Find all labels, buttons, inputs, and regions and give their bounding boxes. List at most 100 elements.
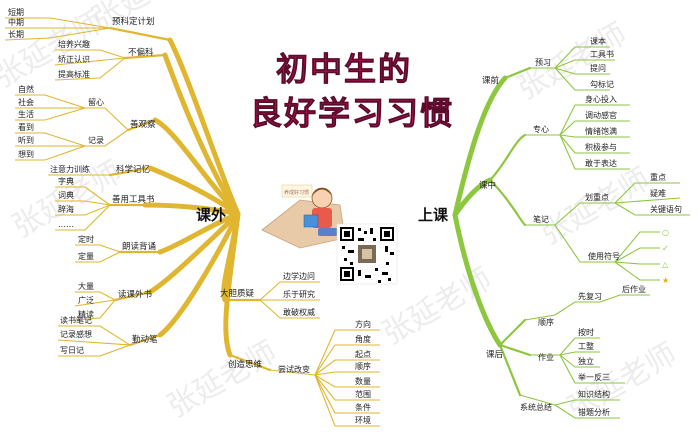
node-recite: 朗读背诵: [122, 241, 156, 252]
leaf: 独立: [578, 356, 594, 366]
leaf: 敢破权威: [283, 307, 315, 317]
leaf: 生活: [18, 109, 34, 119]
leaf: 广泛: [78, 295, 94, 305]
leaf: 乐于研究: [283, 289, 315, 299]
leaf: 关键语句: [650, 204, 682, 214]
leaf: 矫正认识: [58, 54, 90, 64]
node-sub: 笔记: [533, 214, 549, 224]
leaf: 身心投入: [585, 94, 617, 104]
node-tools: 善用工具书: [112, 194, 155, 205]
leaf: 想到: [18, 149, 34, 159]
leaf: 培养兴趣: [58, 39, 90, 49]
leaf: 中期: [8, 17, 24, 27]
node-plan: 预科定计划: [112, 16, 155, 27]
leaf: 写日记: [60, 346, 84, 355]
leaf: 工具书: [590, 49, 614, 59]
center-label-right: 上课: [418, 206, 449, 224]
right-labels: 上课 课前 预习 课本 工具书 提问 勾标记 课中 专心 身心投入 调动感官 情…: [418, 36, 682, 417]
node-creative: 创造思维: [228, 359, 263, 370]
node-during: 课中: [479, 180, 496, 191]
center-label-left: 课外: [196, 206, 226, 224]
leaf: 重点: [650, 172, 666, 182]
node-sub: 留心: [88, 97, 104, 107]
node-nopartial: 不偏科: [128, 47, 154, 58]
leaf: 工整: [578, 341, 594, 351]
node-scimemory: 科学记忆: [116, 164, 151, 175]
leaf: 知识结构: [578, 389, 610, 399]
node-sub: 尝试改变: [278, 364, 310, 374]
leaf: 长期: [8, 29, 24, 39]
leaf: 边学边问: [283, 271, 315, 281]
leaf: 辞海: [58, 204, 74, 214]
right-branches: [452, 46, 690, 419]
leaf: 起点: [355, 350, 371, 359]
illustration-caption: 养成好习惯: [284, 189, 309, 196]
trunk-plan: [167, 37, 241, 217]
node-sub: 使用符号: [588, 251, 620, 261]
node-sub: 记录: [88, 136, 104, 145]
leaf: 记录感想: [60, 329, 92, 339]
leaf: 社会: [18, 97, 34, 107]
triangle-symbol: △: [662, 260, 669, 269]
leaf: 听到: [18, 136, 34, 145]
node-sub: 预习: [535, 57, 551, 67]
leaf: 字典: [58, 176, 74, 186]
node-before: 课前: [482, 75, 500, 86]
watermark: 张延老师: [512, 17, 633, 107]
node-sub: 作业: [538, 352, 554, 362]
leaf: 积极参与: [585, 142, 617, 152]
node-observe: 善观察: [130, 119, 156, 130]
node-sub: 划重点: [585, 192, 609, 202]
leaf: 情绪饱满: [585, 126, 617, 136]
watermark: 张延老师: [162, 335, 283, 425]
circle-symbol: ○: [662, 228, 669, 237]
leaf: 后作业: [622, 284, 646, 294]
leaf: 环境: [355, 415, 371, 425]
watermark: 张延老师: [535, 162, 656, 252]
leaf: 数量: [355, 376, 371, 386]
leaf: 提高标准: [58, 69, 90, 79]
leaf: 注意力训练: [50, 164, 90, 174]
leaf: 词典: [58, 190, 74, 200]
leaf: 勾标记: [590, 79, 614, 89]
leaf: 方向: [355, 319, 371, 329]
leaf: 按时: [578, 327, 594, 337]
child-reading-illustration: 养成好习惯: [261, 184, 346, 249]
leaf: 范围: [355, 389, 371, 399]
leaf: 定时: [78, 234, 94, 244]
leaf: 提问: [590, 63, 606, 73]
node-hands: 勤动笔: [132, 334, 158, 345]
leaf: 课本: [590, 36, 606, 46]
qr-code: [336, 223, 398, 285]
title-line-2: 良好学习习惯: [250, 94, 454, 132]
node-sub: 系统总结: [520, 402, 552, 412]
leaf: 敢于表达: [585, 158, 617, 168]
leaf: 看到: [18, 123, 34, 132]
leaf: ……: [58, 220, 74, 229]
leaf: 定量: [78, 251, 94, 261]
leaf: 大量: [78, 281, 94, 291]
check-symbol: ✓: [662, 244, 669, 253]
leaf: 调动感官: [585, 110, 617, 120]
node-sub: 顺序: [538, 317, 554, 327]
leaf: 顺序: [355, 361, 371, 371]
leaf: 先复习: [578, 291, 602, 301]
leaf: 举一反三: [578, 372, 610, 382]
title-line-1: 初中生的: [276, 50, 412, 88]
leaf: 错题分析: [578, 407, 610, 417]
node-question: 大胆质疑: [220, 288, 255, 299]
node-reading: 读课外书: [118, 289, 153, 300]
star-symbol: ★: [662, 276, 669, 285]
leaf: 条件: [355, 402, 371, 412]
left-labels: 课外 预科定计划 短期 中期 长期 不偏科 培养兴趣 矫正认识 提高标准 善观察…: [8, 7, 371, 425]
leaf: 读书笔记: [60, 315, 92, 325]
leaf: 角度: [355, 334, 371, 344]
left-branches: [4, 17, 380, 427]
leaf: 精读: [78, 309, 94, 319]
node-after: 课后: [486, 349, 504, 360]
leaf: 疑难: [650, 188, 666, 198]
leaf: 自然: [18, 84, 34, 94]
node-sub: 专心: [533, 124, 549, 134]
